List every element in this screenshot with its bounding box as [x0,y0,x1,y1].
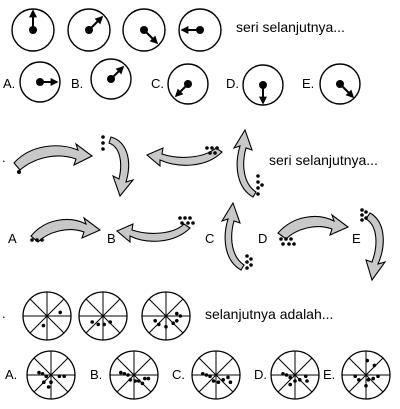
q2-option-c-arrow[interactable] [220,201,253,271]
q1-dial-2 [67,8,111,52]
q2-arrow-3 [145,146,223,168]
q3-pies [22,291,391,400]
q1-option-c-dial[interactable] [167,63,209,105]
q3-pie-3 [141,291,191,341]
q1-dial-1 [11,8,55,52]
q2-option-c-label[interactable]: C [205,231,215,246]
q2-option-e-arrow[interactable] [360,208,387,282]
q3-option-c-label[interactable]: C. [172,367,185,382]
q3-option-e-label[interactable]: E. [323,367,336,382]
q2-arrow-1 [13,142,94,174]
q2-arrow-4 [232,128,264,198]
q3-option-b-label[interactable]: B. [90,367,103,382]
q2-option-b-arrow[interactable] [115,216,195,244]
q3-prompt: selanjutnya adalah... [205,306,334,322]
q3-pie-1 [22,291,72,341]
q2-prompt: seri selanjutnya... [269,152,378,168]
q2-option-b-label[interactable]: B [107,231,116,246]
q3-pie-2 [78,291,128,341]
q1-prompt: seri selanjutnya... [236,19,345,35]
q3-option-e-pie[interactable] [341,350,391,400]
q1-option-e-label[interactable]: E. [302,76,315,91]
q1-dial-4 [178,8,222,52]
q2-option-a-arrow[interactable] [30,216,102,243]
q1-dial-3 [122,8,166,52]
q2-option-d-arrow[interactable] [277,213,350,246]
q3-option-d-pie[interactable] [270,350,320,400]
q3-option-b-pie[interactable] [109,350,159,400]
q1-option-a-label[interactable]: A. [3,76,16,91]
q1-option-d-dial[interactable] [242,64,284,106]
q1-option-c-label[interactable]: C. [151,76,164,91]
q3-option-c-pie[interactable] [191,350,241,400]
q3-option-a-pie[interactable] [26,350,76,400]
q3-option-d-label[interactable]: D. [254,367,267,382]
q1-option-b-label[interactable]: B. [71,76,84,91]
q3-option-a-label[interactable]: A. [5,367,18,382]
q1-option-b-dial[interactable] [90,58,132,100]
q1-option-e-dial[interactable] [319,63,361,105]
q2-arrow-2 [101,135,135,198]
q2-option-d-label[interactable]: D [258,231,268,246]
q2-prefix: . [2,150,6,165]
q1-option-a-dial[interactable] [19,61,61,103]
q2-option-e-label[interactable]: E [352,231,361,246]
q2-option-a-label[interactable]: A [8,231,17,246]
q3-prefix: . [2,306,6,321]
q1-option-d-label[interactable]: D. [226,76,239,91]
